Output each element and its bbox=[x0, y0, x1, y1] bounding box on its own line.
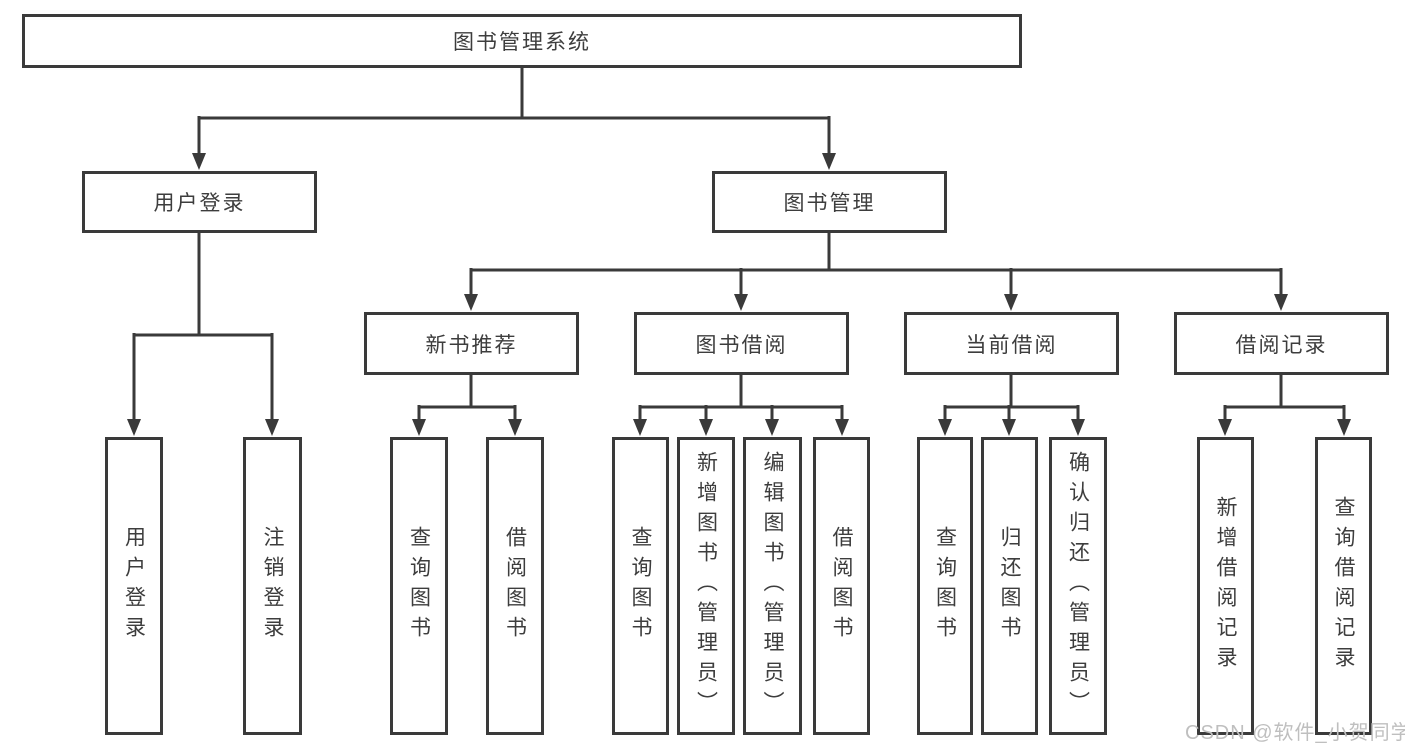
leaf-add-book-admin: 新增图书（管理员） bbox=[677, 437, 735, 735]
node-root-system: 图书管理系统 bbox=[22, 14, 1022, 68]
leaf-user-login: 用户登录 bbox=[105, 437, 163, 735]
leaf-logout: 注销登录 bbox=[243, 437, 302, 735]
node-book-management: 图书管理 bbox=[712, 171, 947, 233]
node-borrow-records: 借阅记录 bbox=[1174, 312, 1389, 375]
leaf-query-borrow-record: 查询借阅记录 bbox=[1315, 437, 1372, 735]
leaf-query-books-current: 查询图书 bbox=[917, 437, 973, 735]
node-user-login: 用户登录 bbox=[82, 171, 317, 233]
csdn-watermark: CSDN @软件_小贺同学 bbox=[1185, 722, 1405, 744]
leaf-borrow-books: 借阅图书 bbox=[813, 437, 870, 735]
leaf-add-borrow-record: 新增借阅记录 bbox=[1197, 437, 1254, 735]
leaf-confirm-return-admin: 确认归还（管理员） bbox=[1049, 437, 1107, 735]
node-book-borrow: 图书借阅 bbox=[634, 312, 849, 375]
leaf-query-books-borrow: 查询图书 bbox=[612, 437, 669, 735]
leaf-query-books-recommend: 查询图书 bbox=[390, 437, 448, 735]
node-new-book-recommend: 新书推荐 bbox=[364, 312, 579, 375]
arrowhead-icons bbox=[127, 153, 1351, 436]
leaf-borrow-books-recommend: 借阅图书 bbox=[486, 437, 544, 735]
leaf-edit-book-admin: 编辑图书（管理员） bbox=[743, 437, 802, 735]
leaf-return-book: 归还图书 bbox=[981, 437, 1038, 735]
node-current-borrow: 当前借阅 bbox=[904, 312, 1119, 375]
